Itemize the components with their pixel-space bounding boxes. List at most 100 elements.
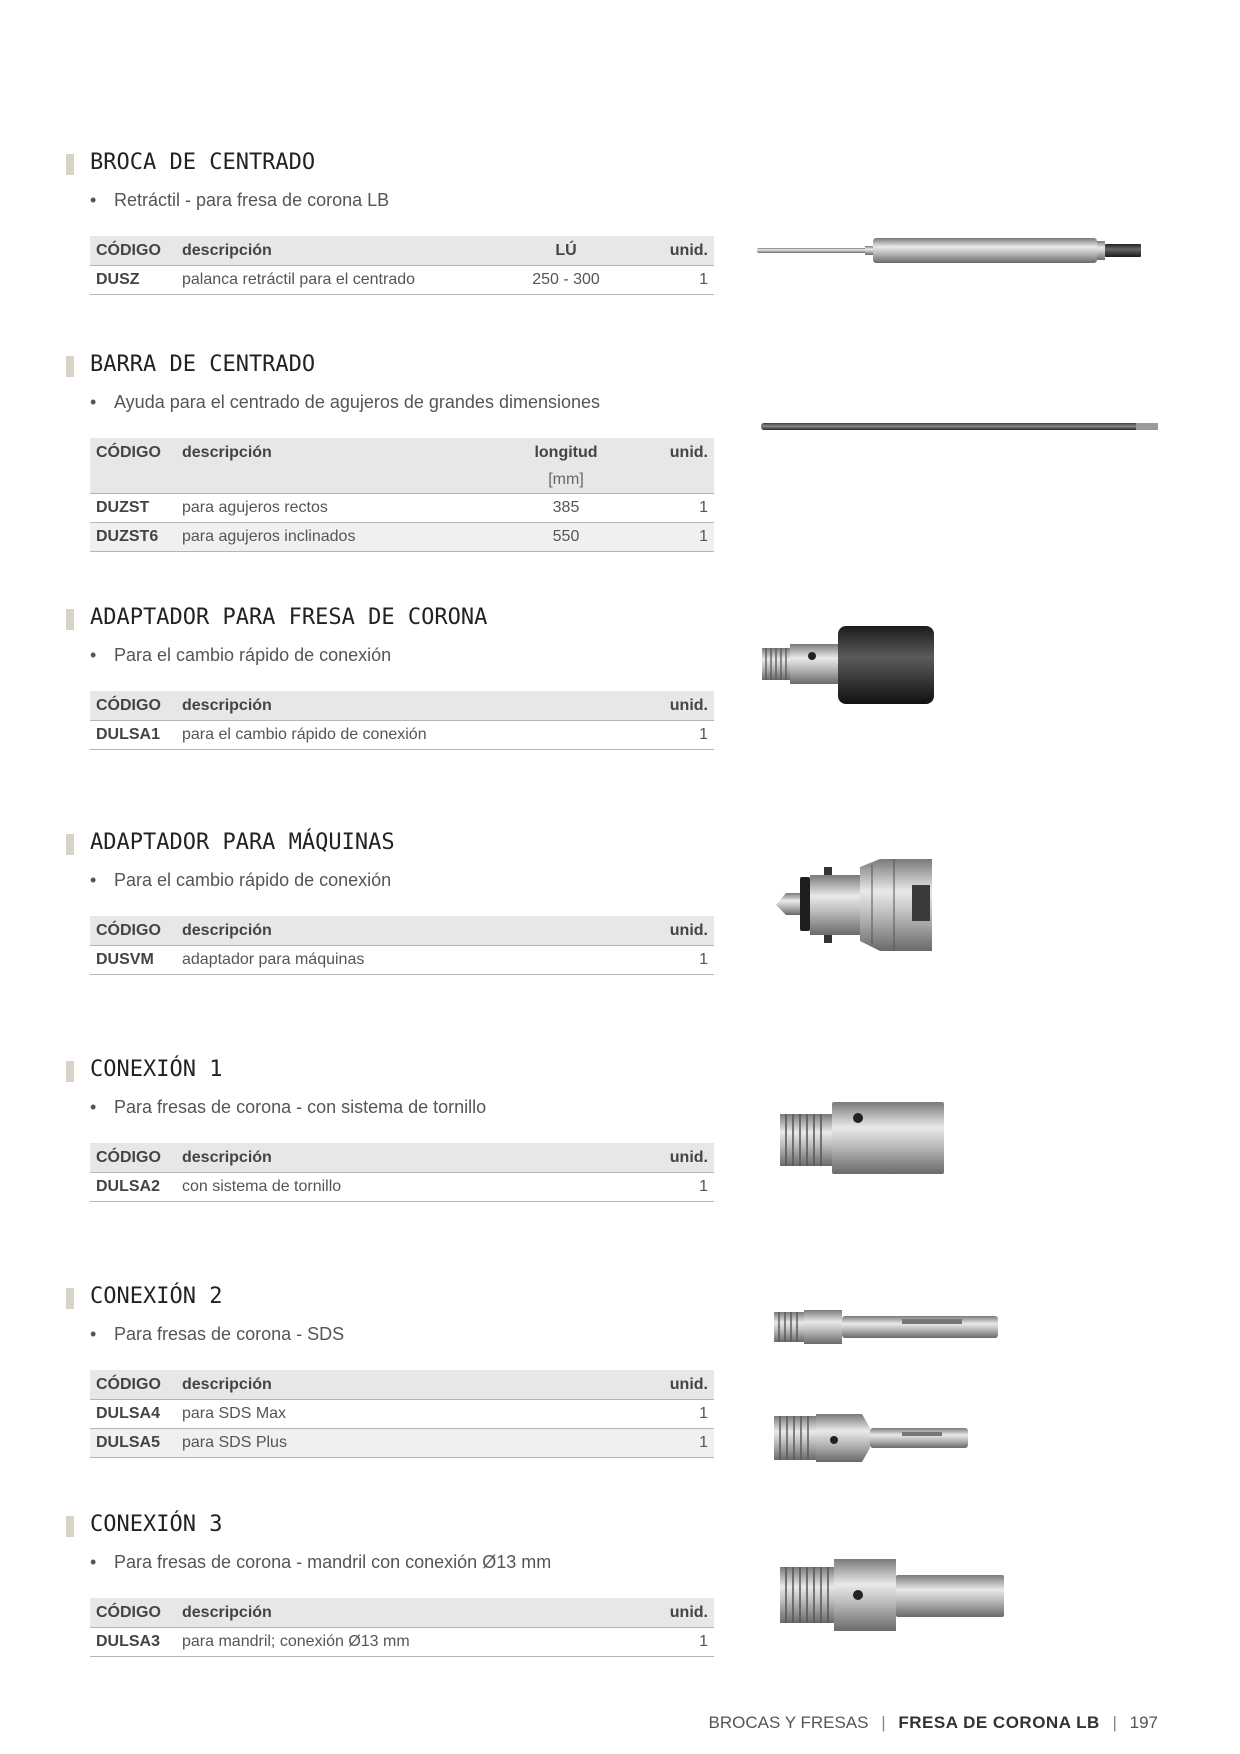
subheader-empty — [90, 467, 176, 494]
product-image-connection-3 — [780, 1559, 1004, 1631]
cell-code: DULSA4 — [90, 1399, 176, 1429]
spec-table: CÓDIGO descripción unid. DULSA1 para el … — [90, 691, 714, 750]
product-image-centering-bar — [761, 423, 1158, 430]
header-description: descripción — [176, 691, 632, 721]
header-unit: unid. — [632, 916, 714, 946]
product-image-retractable-centering-drill — [757, 238, 1141, 263]
table-row: DUSVM adaptador para máquinas 1 — [90, 945, 714, 975]
section-barra-de-centrado: BARRA DE CENTRADO • Ayuda para el centra… — [66, 352, 716, 552]
product-image-connection-sds-max — [774, 1310, 998, 1344]
bullet-dot: • — [90, 870, 97, 890]
cell-code: DUSZ — [90, 265, 176, 295]
product-image-connection-sds-plus — [774, 1414, 968, 1462]
section-bullet: • Ayuda para el centrado de agujeros de … — [90, 392, 716, 418]
bullet-text: Ayuda para el centrado de agujeros de gr… — [114, 392, 600, 412]
bullet-dot: • — [90, 1552, 97, 1572]
cell-unit: 1 — [632, 720, 714, 750]
section-title-row: ADAPTADOR PARA MÁQUINAS — [66, 830, 716, 860]
section-adaptador-fresa-corona: ADAPTADOR PARA FRESA DE CORONA • Para el… — [66, 605, 716, 750]
section-heading: CONEXIÓN 3 — [90, 1512, 223, 1537]
header-unit: unid. — [632, 1370, 714, 1400]
cell-length: 550 — [500, 522, 632, 552]
header-unit: unid. — [632, 691, 714, 721]
header-length: longitud — [500, 438, 632, 467]
product-image-machine-adapter — [776, 859, 932, 951]
header-unit: unid. — [632, 1143, 714, 1173]
table-row: DUZST6 para agujeros inclinados 550 1 — [90, 522, 714, 552]
section-conexion-3: CONEXIÓN 3 • Para fresas de corona - man… — [66, 1512, 716, 1657]
product-image-connection-1 — [780, 1102, 944, 1174]
bullet-dot: • — [90, 1097, 97, 1117]
table-header-row: CÓDIGO descripción longitud unid. — [90, 438, 714, 467]
table-row: DULSA3 para mandril; conexión Ø13 mm 1 — [90, 1627, 714, 1657]
table-row: DUSZ palanca retráctil para el centrado … — [90, 265, 714, 295]
header-description: descripción — [176, 1143, 632, 1173]
table-row: DULSA5 para SDS Plus 1 — [90, 1428, 714, 1458]
section-marker — [66, 154, 74, 175]
table-header-row: CÓDIGO descripción unid. — [90, 1143, 714, 1173]
cell-description: para SDS Plus — [176, 1428, 632, 1458]
table-header-row: CÓDIGO descripción unid. — [90, 691, 714, 721]
cell-description: palanca retráctil para el centrado — [176, 265, 500, 295]
header-description: descripción — [176, 438, 500, 467]
spec-table: CÓDIGO descripción unid. DUSVM adaptador… — [90, 916, 714, 975]
cell-unit: 1 — [632, 265, 714, 295]
cell-code: DULSA1 — [90, 720, 176, 750]
cell-unit: 1 — [632, 493, 714, 523]
header-code: CÓDIGO — [90, 691, 176, 721]
section-marker — [66, 609, 74, 630]
section-bullet: • Para fresas de corona - SDS — [90, 1324, 716, 1350]
bullet-text: Retráctil - para fresa de corona LB — [114, 190, 390, 210]
header-length: LÚ — [500, 236, 632, 266]
section-conexion-2: CONEXIÓN 2 • Para fresas de corona - SDS… — [66, 1284, 716, 1458]
table-header-row: CÓDIGO descripción unid. — [90, 1370, 714, 1400]
cell-length: 385 — [500, 493, 632, 523]
section-heading: ADAPTADOR PARA FRESA DE CORONA — [90, 605, 488, 630]
bullet-text: Para el cambio rápido de conexión — [114, 645, 392, 665]
header-code: CÓDIGO — [90, 438, 176, 467]
bullet-text: Para fresas de corona - mandril con cone… — [114, 1552, 552, 1572]
cell-length: 250 - 300 — [500, 265, 632, 295]
table-row: DULSA4 para SDS Max 1 — [90, 1399, 714, 1429]
footer-subcategory: FRESA DE CORONA LB — [898, 1713, 1100, 1732]
cell-unit: 1 — [632, 1627, 714, 1657]
footer-separator: | — [881, 1713, 886, 1732]
spec-table: CÓDIGO descripción unid. DULSA2 con sist… — [90, 1143, 714, 1202]
cell-unit: 1 — [632, 1172, 714, 1202]
cell-unit: 1 — [632, 945, 714, 975]
page-footer: BROCAS Y FRESAS | FRESA DE CORONA LB | 1… — [709, 1713, 1159, 1733]
section-bullet: • Retráctil - para fresa de corona LB — [90, 190, 716, 216]
cell-code: DUSVM — [90, 945, 176, 975]
spec-table: CÓDIGO descripción longitud unid. [mm] D… — [90, 438, 714, 552]
header-unit: unid. — [632, 438, 714, 467]
cell-code: DULSA3 — [90, 1627, 176, 1657]
section-marker — [66, 834, 74, 855]
bullet-dot: • — [90, 645, 97, 665]
spec-table: CÓDIGO descripción unid. DULSA4 para SDS… — [90, 1370, 714, 1458]
footer-category: BROCAS Y FRESAS — [708, 1713, 869, 1732]
header-code: CÓDIGO — [90, 916, 176, 946]
spec-table: CÓDIGO descripción unid. DULSA3 para man… — [90, 1598, 714, 1657]
section-title-row: BROCA DE CENTRADO — [66, 150, 716, 180]
section-heading: CONEXIÓN 1 — [90, 1057, 223, 1082]
table-row: DUZST para agujeros rectos 385 1 — [90, 493, 714, 523]
product-image-core-bit-adapter — [762, 626, 934, 704]
header-description: descripción — [176, 916, 632, 946]
cell-unit: 1 — [632, 1428, 714, 1458]
section-bullet: • Para el cambio rápido de conexión — [90, 645, 716, 671]
table-row: DULSA2 con sistema de tornillo 1 — [90, 1172, 714, 1202]
section-bullet: • Para fresas de corona - con sistema de… — [90, 1097, 716, 1123]
cell-description: para agujeros rectos — [176, 493, 500, 523]
subheader-empty — [632, 467, 714, 494]
section-conexion-1: CONEXIÓN 1 • Para fresas de corona - con… — [66, 1057, 716, 1202]
cell-description: para SDS Max — [176, 1399, 632, 1429]
page-number: 197 — [1129, 1713, 1158, 1732]
cell-code: DULSA2 — [90, 1172, 176, 1202]
section-marker — [66, 1288, 74, 1309]
section-title-row: ADAPTADOR PARA FRESA DE CORONA — [66, 605, 716, 635]
cell-description: adaptador para máquinas — [176, 945, 632, 975]
section-marker — [66, 1516, 74, 1537]
spec-table: CÓDIGO descripción LÚ unid. DUSZ palanca… — [90, 236, 714, 295]
cell-description: para mandril; conexión Ø13 mm — [176, 1627, 632, 1657]
header-code: CÓDIGO — [90, 1143, 176, 1173]
